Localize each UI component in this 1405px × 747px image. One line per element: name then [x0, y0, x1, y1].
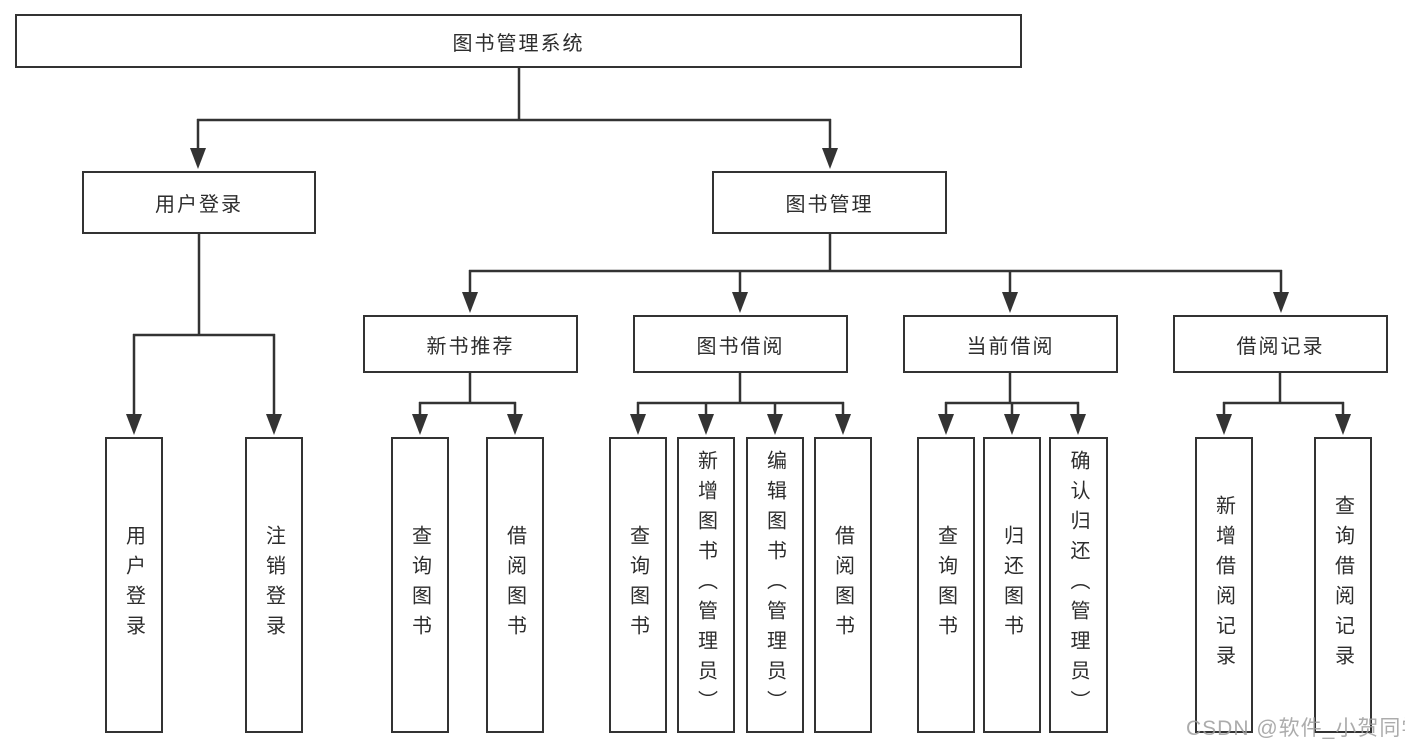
- leaf-user-login: 用户登录: [105, 437, 163, 733]
- leaf-add-books-admin: 新增图书（管理员）: [677, 437, 735, 733]
- node-current-borrowing: 当前借阅: [903, 315, 1118, 373]
- leaf-query-borrow-record: 查询借阅记录: [1314, 437, 1372, 733]
- leaf-borrowing-query-books-label: 查询图书: [626, 525, 649, 645]
- leaf-logout-label: 注销登录: [262, 525, 285, 645]
- leaf-recommend-query-books-label: 查询图书: [408, 525, 431, 645]
- node-borrowing-records: 借阅记录: [1173, 315, 1388, 373]
- node-user-login-label: 用户登录: [155, 194, 243, 216]
- node-new-book-recommendation: 新书推荐: [363, 315, 578, 373]
- leaf-query-borrow-record-label: 查询借阅记录: [1331, 495, 1354, 675]
- node-book-management-label: 图书管理: [785, 194, 874, 216]
- node-user-login: 用户登录: [82, 171, 316, 234]
- leaf-add-books-admin-label: 新增图书（管理员）: [694, 450, 717, 720]
- leaf-edit-books-admin: 编辑图书（管理员）: [746, 437, 804, 733]
- leaf-confirm-return-admin: 确认归还（管理员）: [1049, 437, 1108, 733]
- leaf-recommend-borrow-books: 借阅图书: [486, 437, 544, 733]
- node-root-system: 图书管理系统: [15, 14, 1022, 68]
- leaf-recommend-query-books: 查询图书: [391, 437, 449, 733]
- leaf-add-borrow-record-label: 新增借阅记录: [1212, 495, 1235, 675]
- node-new-book-recommendation-label: 新书推荐: [426, 335, 515, 358]
- leaf-edit-books-admin-label: 编辑图书（管理员）: [763, 450, 786, 720]
- leaf-add-borrow-record: 新增借阅记录: [1195, 437, 1253, 733]
- leaf-borrowing-borrow-books: 借阅图书: [814, 437, 872, 733]
- leaf-logout: 注销登录: [245, 437, 303, 733]
- node-current-borrowing-label: 当前借阅: [966, 335, 1055, 358]
- csdn-watermark: CSDN @软件_小贺同学: [1186, 712, 1405, 742]
- node-borrowing-records-label: 借阅记录: [1236, 335, 1325, 358]
- leaf-current-query-books-label: 查询图书: [934, 525, 957, 645]
- leaf-recommend-borrow-books-label: 借阅图书: [503, 525, 526, 645]
- leaf-return-books: 归还图书: [983, 437, 1041, 733]
- leaf-return-books-label: 归还图书: [1000, 525, 1023, 645]
- leaf-current-query-books: 查询图书: [917, 437, 975, 733]
- node-book-borrowing: 图书借阅: [633, 315, 848, 373]
- leaf-borrowing-query-books: 查询图书: [609, 437, 667, 733]
- leaf-borrowing-borrow-books-label: 借阅图书: [831, 525, 854, 645]
- csdn-watermark-text: CSDN @软件_小贺同学: [1186, 717, 1405, 740]
- node-book-borrowing-label: 图书借阅: [696, 335, 785, 358]
- leaf-user-login-label: 用户登录: [122, 525, 145, 645]
- node-book-management: 图书管理: [712, 171, 947, 234]
- leaf-confirm-return-admin-label: 确认归还（管理员）: [1067, 450, 1089, 720]
- node-root-label: 图书管理系统: [452, 32, 585, 55]
